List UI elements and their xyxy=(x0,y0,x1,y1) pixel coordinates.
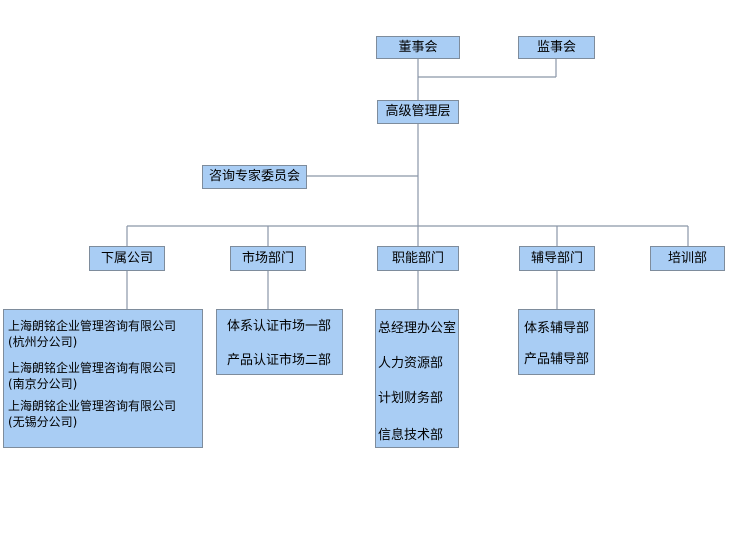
board-label: 董事会 xyxy=(398,39,438,55)
dept-market-box: 市场部门 xyxy=(230,246,306,271)
dept-label: 辅导部门 xyxy=(530,250,583,266)
list-item: 产品辅导部 xyxy=(524,352,590,367)
list-item: 总经理办公室 xyxy=(378,321,457,336)
dept-coaching-box: 辅导部门 xyxy=(519,246,595,271)
dept-function-box: 职能部门 xyxy=(377,246,459,271)
list-item: 体系认证市场一部 xyxy=(227,319,332,334)
management-label: 高级管理层 xyxy=(385,104,451,119)
dept-label: 职能部门 xyxy=(391,250,444,266)
advisory-label: 咨询专家委员会 xyxy=(208,169,300,184)
list-item: 上海朗铭企业管理咨询有限公司 (南京分公司) xyxy=(8,361,177,391)
board-box: 董事会 xyxy=(376,36,460,59)
dept-label: 培训部 xyxy=(667,250,707,266)
function-units-box: 总经理办公室 人力资源部 计划财务部 信息技术部 xyxy=(375,309,459,448)
list-item: 计划财务部 xyxy=(378,391,444,406)
subsidiaries-list-box: 上海朗铭企业管理咨询有限公司 (杭州分公司) 上海朗铭企业管理咨询有限公司 (南… xyxy=(3,309,203,448)
list-item: 上海朗铭企业管理咨询有限公司 (无锡分公司) xyxy=(8,399,177,429)
list-item: 信息技术部 xyxy=(378,428,444,443)
list-item: 上海朗铭企业管理咨询有限公司 (杭州分公司) xyxy=(8,319,177,349)
supervisors-label: 监事会 xyxy=(536,39,576,55)
dept-label: 市场部门 xyxy=(241,250,294,266)
list-item: 体系辅导部 xyxy=(524,321,590,336)
management-box: 高级管理层 xyxy=(377,100,459,124)
dept-label: 下属公司 xyxy=(100,250,153,266)
advisory-box: 咨询专家委员会 xyxy=(202,165,307,189)
list-item: 人力资源部 xyxy=(378,356,444,371)
coaching-units-box: 体系辅导部 产品辅导部 xyxy=(518,309,595,375)
market-units-box: 体系认证市场一部 产品认证市场二部 xyxy=(216,309,343,375)
dept-subsidiaries-box: 下属公司 xyxy=(89,246,165,271)
supervisors-box: 监事会 xyxy=(518,36,595,59)
list-item: 产品认证市场二部 xyxy=(227,353,332,368)
dept-training-box: 培训部 xyxy=(650,246,725,271)
